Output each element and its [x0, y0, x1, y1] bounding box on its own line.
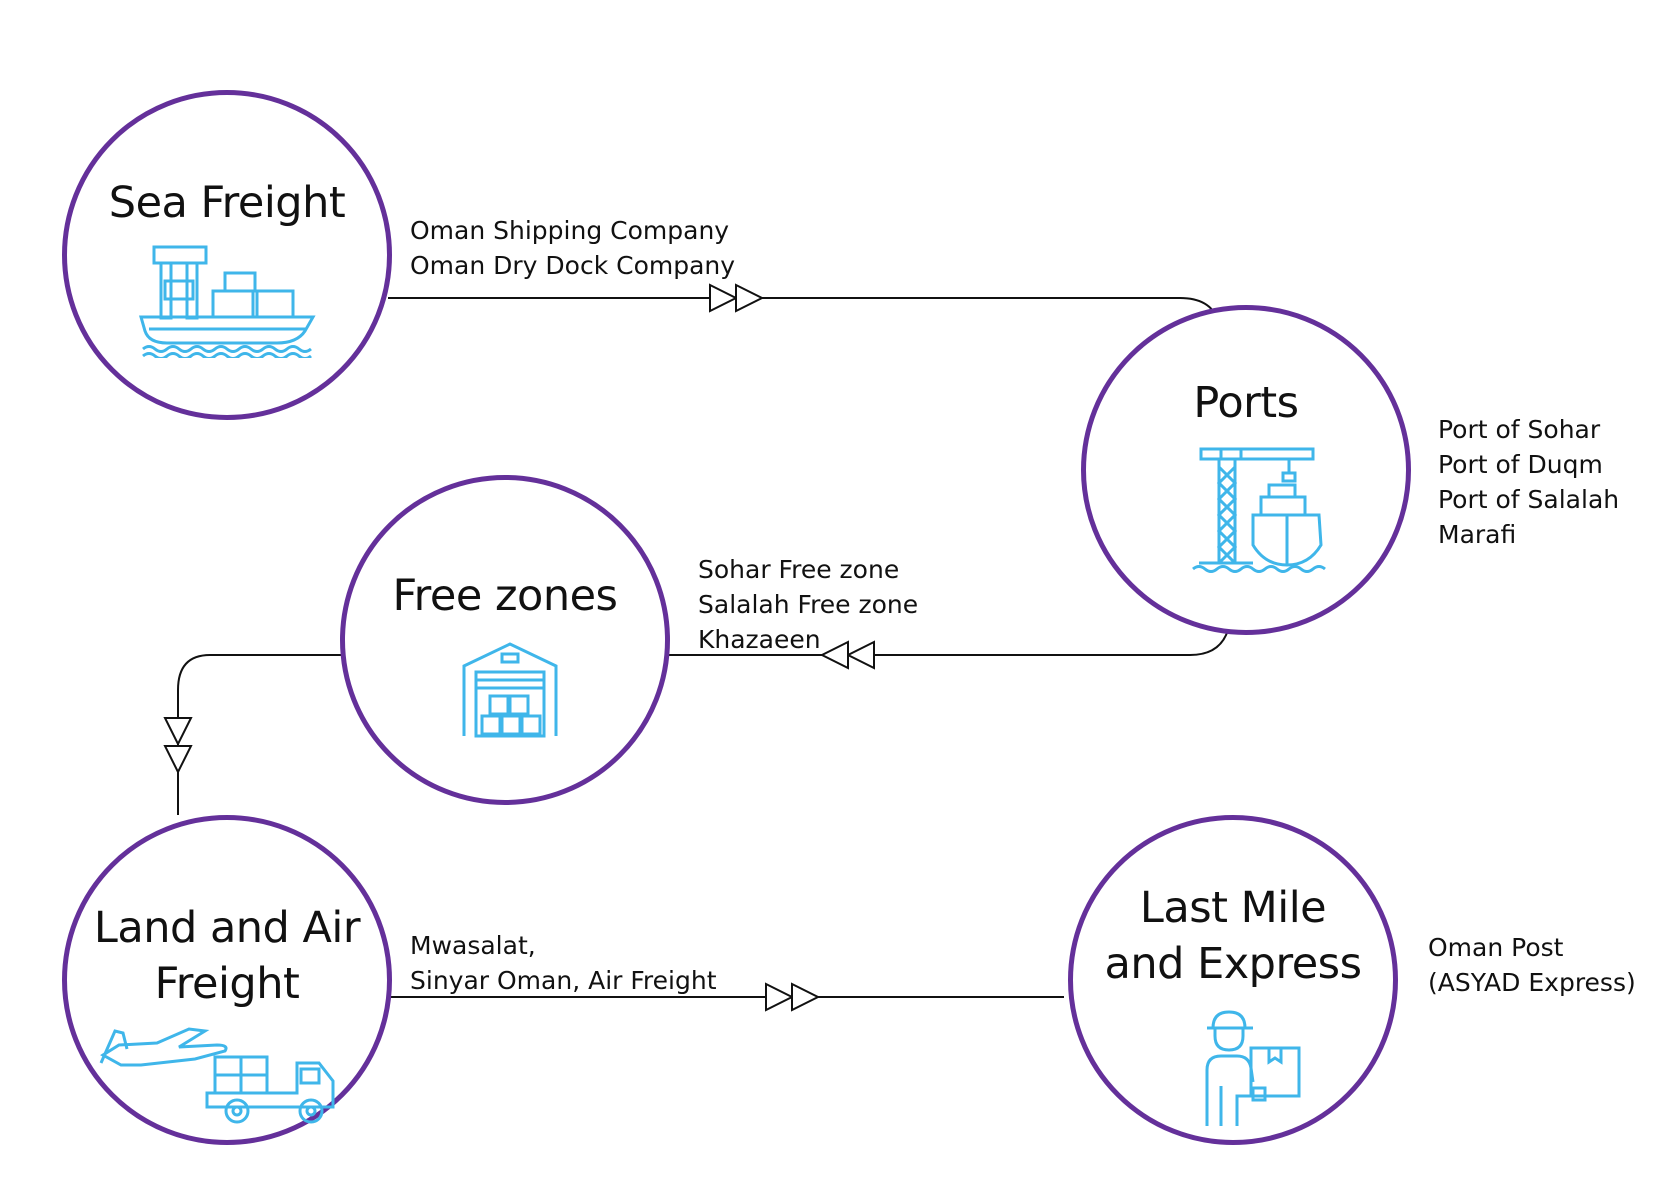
- arrowhead: [163, 745, 193, 775]
- label-line: Khazaeen: [698, 625, 821, 654]
- node-title: Last Mile and Express: [1104, 883, 1362, 989]
- node-land-air-freight: Land and Air Freight: [62, 815, 392, 1145]
- arrowhead: [845, 640, 875, 670]
- node-title: Land and Air Freight: [93, 903, 361, 1009]
- label-line: Marafi: [1438, 520, 1517, 549]
- label-line: (ASYAD Express): [1428, 968, 1636, 997]
- node-sea-freight: Sea Freight: [62, 90, 392, 420]
- plane-and-truck-icon: [97, 1015, 347, 1125]
- last-mile-providers: Oman Post (ASYAD Express): [1428, 930, 1636, 1000]
- node-title: Free zones: [392, 571, 618, 621]
- connector-sea-to-ports: [388, 297, 1219, 321]
- label-line: Salalah Free zone: [698, 590, 919, 619]
- node-title: Sea Freight: [108, 178, 346, 228]
- arrowhead: [765, 982, 795, 1012]
- label-line: Port of Duqm: [1438, 450, 1603, 479]
- arrowhead: [819, 640, 849, 670]
- node-title: Ports: [1193, 378, 1299, 428]
- node-last-mile-express: Last Mile and Express: [1068, 815, 1398, 1145]
- label-line: Oman Dry Dock Company: [410, 251, 736, 280]
- free-zones-list: Sohar Free zone Salalah Free zone Khazae…: [698, 552, 918, 657]
- connector-ports-to-freezones: [665, 629, 1229, 656]
- warehouse-icon: [460, 640, 560, 740]
- delivery-person-icon: [1203, 1010, 1313, 1130]
- arrowhead: [791, 982, 821, 1012]
- node-ports: Ports: [1081, 305, 1411, 635]
- cargo-ship-icon: [137, 243, 317, 358]
- land-air-providers: Mwasalat, Sinyar Oman, Air Freight: [410, 928, 717, 998]
- arrowhead: [163, 717, 193, 747]
- label-line: Mwasalat,: [410, 931, 536, 960]
- port-crane-icon: [1191, 445, 1331, 575]
- label-line: Port of Sohar: [1438, 415, 1601, 444]
- label-line: Oman Shipping Company: [410, 216, 730, 245]
- arrowhead: [709, 283, 739, 313]
- label-line: Oman Post: [1428, 933, 1564, 962]
- connector-freezones-to-landair: [177, 654, 345, 815]
- sea-freight-companies: Oman Shipping Company Oman Dry Dock Comp…: [410, 213, 735, 283]
- label-line: Sohar Free zone: [698, 555, 900, 584]
- label-line: Sinyar Oman, Air Freight: [410, 966, 717, 995]
- node-free-zones: Free zones: [340, 475, 670, 805]
- arrowhead: [735, 283, 765, 313]
- label-line: Port of Salalah: [1438, 485, 1620, 514]
- ports-list: Port of Sohar Port of Duqm Port of Salal…: [1438, 412, 1619, 552]
